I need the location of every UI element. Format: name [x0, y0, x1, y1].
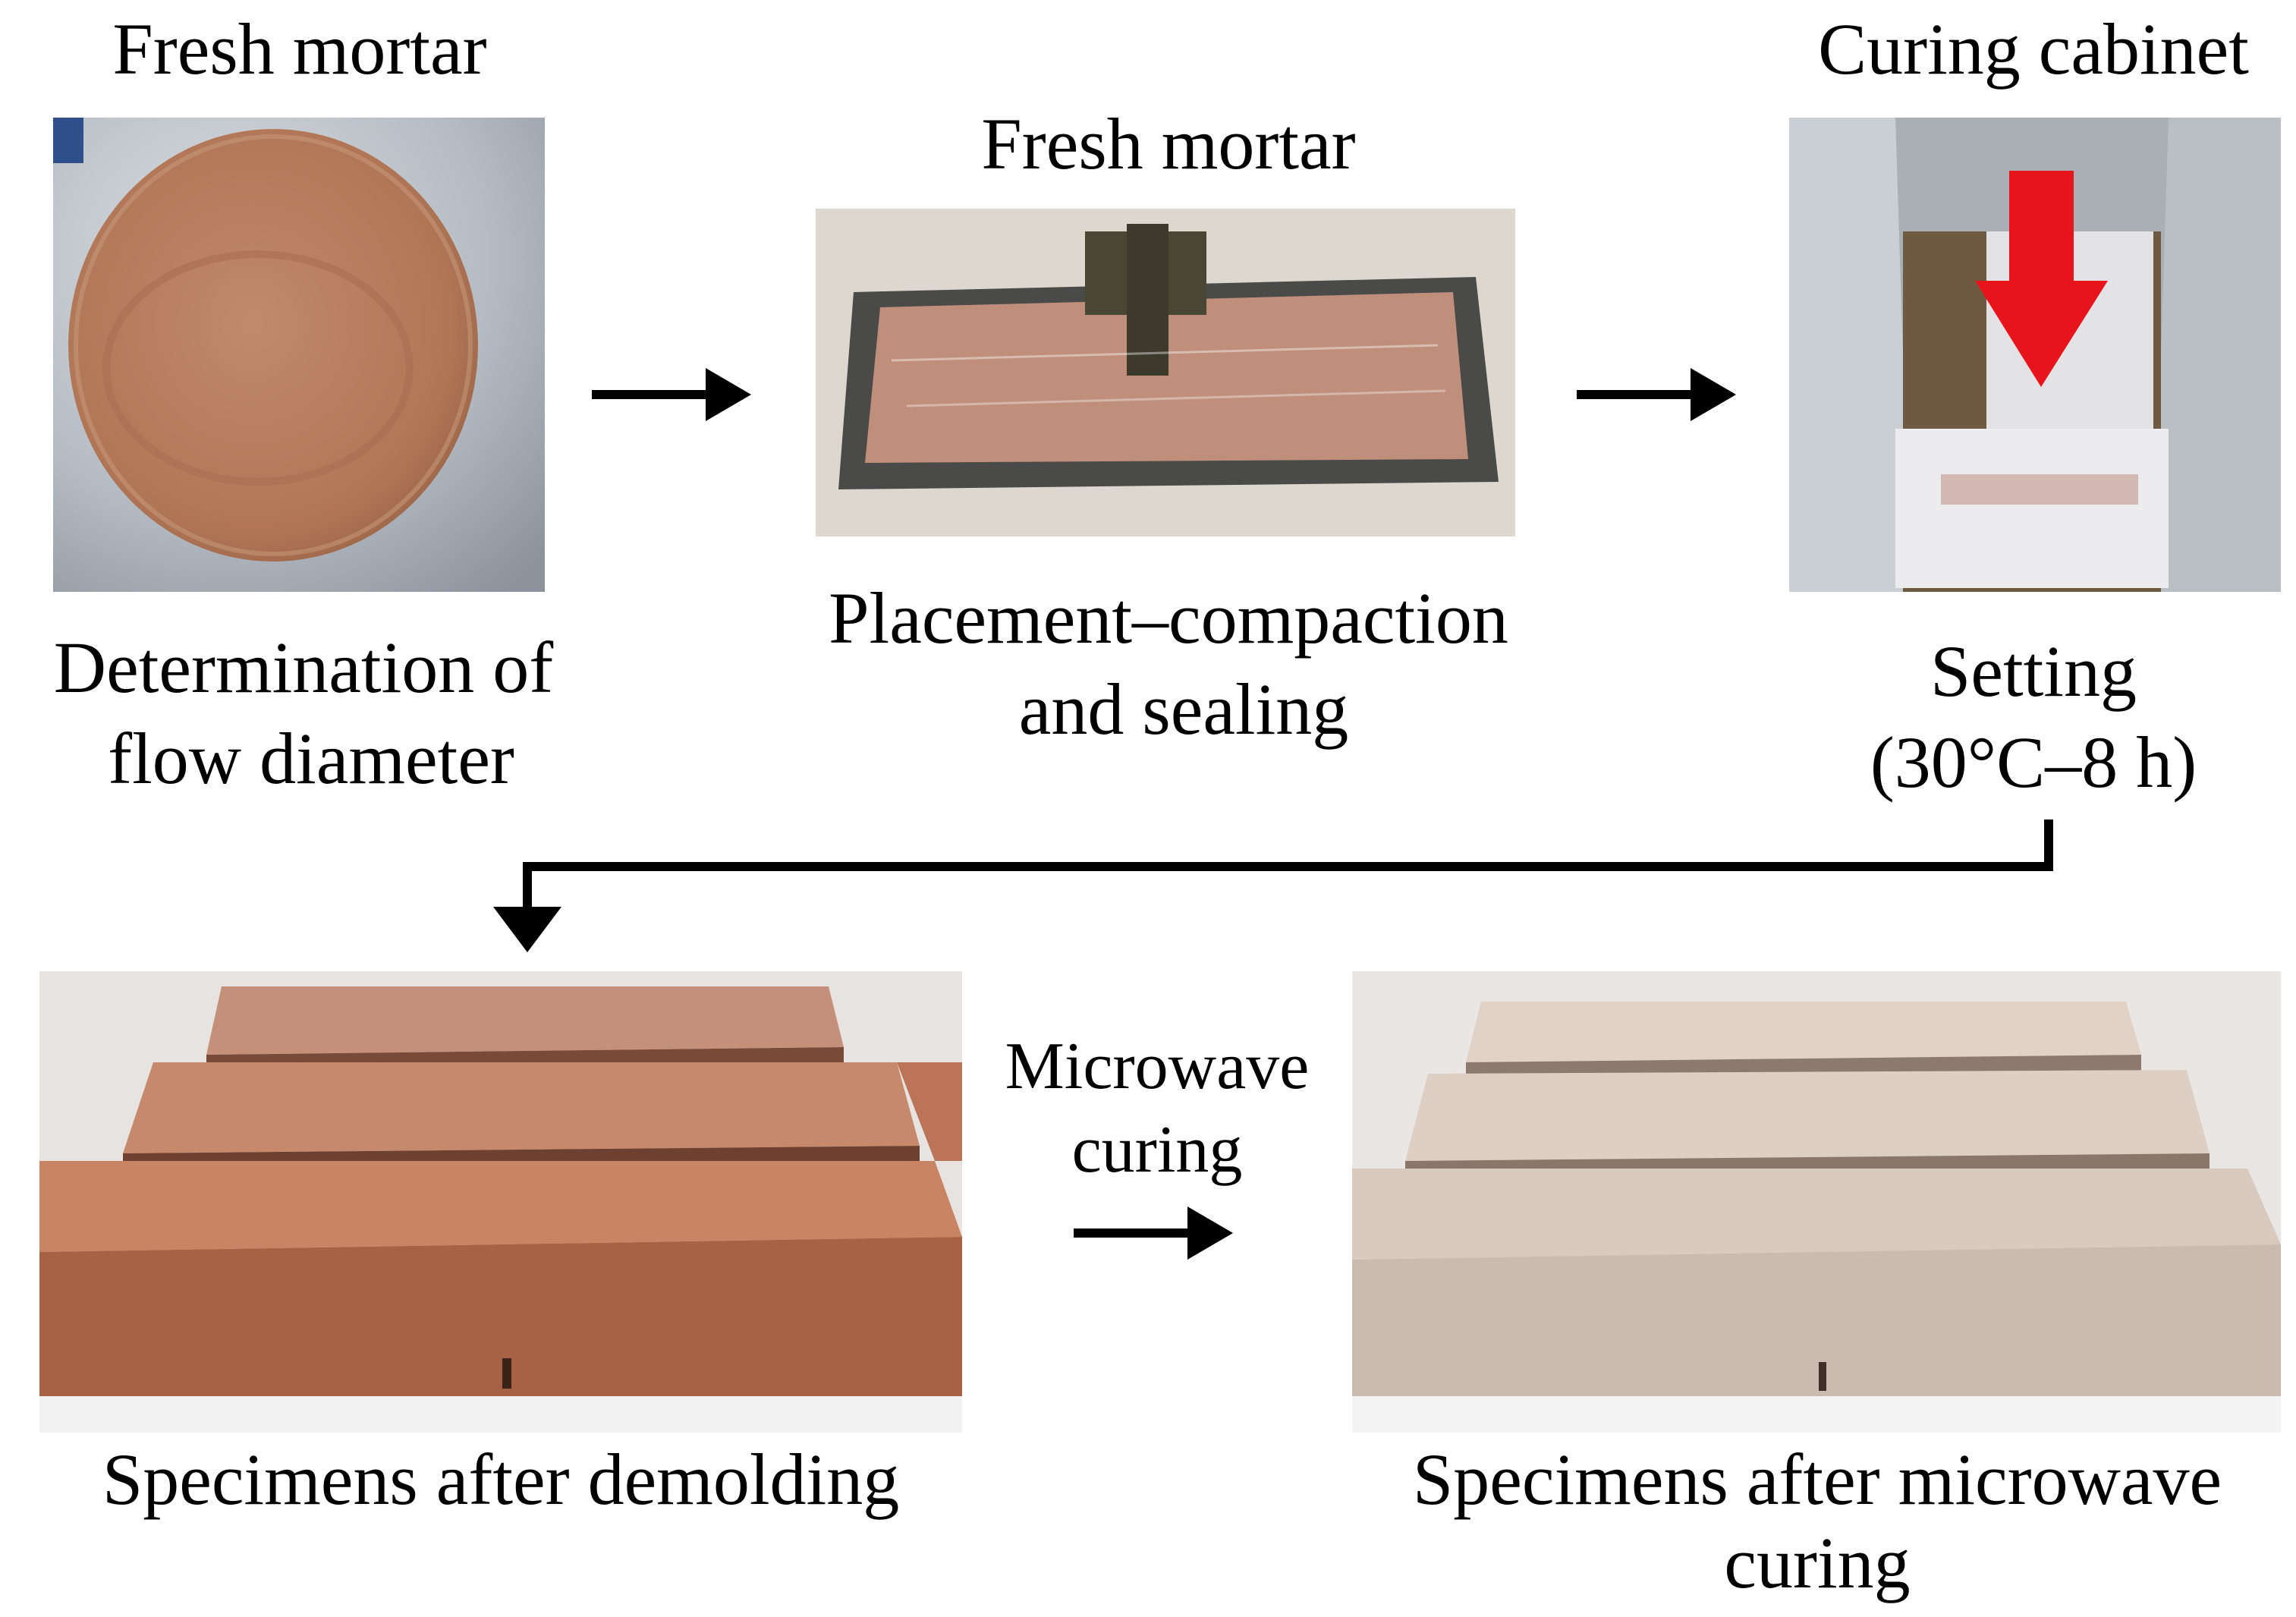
- step2-bottom-label-line1: Placement–compaction: [829, 577, 1508, 659]
- step3-bottom-label-line2: (30°C–8 h): [1870, 722, 2197, 803]
- microwave-cured-specimens-photo: [1352, 971, 2281, 1433]
- arrow-right-icon: [1577, 368, 1736, 421]
- flow-table-photo: [53, 118, 545, 592]
- step5-bottom-label-line1: Specimens after microwave: [1412, 1439, 2222, 1520]
- curing-cabinet-photo: [1789, 118, 2281, 592]
- arrow-right-icon: [592, 368, 751, 421]
- red-arrow-icon: [1975, 171, 2108, 387]
- step3-top-label: Curing cabinet: [1818, 8, 2249, 90]
- step4-bottom-label: Specimens after demolding: [102, 1439, 900, 1520]
- transition-label-line2: curing: [1071, 1113, 1243, 1187]
- step2-bottom-label-line2: and sealing: [1018, 669, 1349, 750]
- demolded-specimens-photo: [39, 971, 962, 1433]
- step1-bottom-label-line2: flow diameter: [108, 718, 514, 799]
- step1-top-label: Fresh mortar: [112, 8, 487, 90]
- step2-top-label: Fresh mortar: [981, 103, 1356, 184]
- arrow-right-icon: [1074, 1206, 1233, 1260]
- step5-bottom-label-line2: curing: [1724, 1522, 1911, 1603]
- mold-sealing-photo: [816, 209, 1515, 536]
- connector-arrow-icon: [493, 820, 2053, 952]
- step3-bottom-label-line1: Setting: [1930, 631, 2137, 712]
- transition-label-line1: Microwave: [1005, 1030, 1310, 1103]
- step1-bottom-label-line1: Determination of: [53, 627, 554, 708]
